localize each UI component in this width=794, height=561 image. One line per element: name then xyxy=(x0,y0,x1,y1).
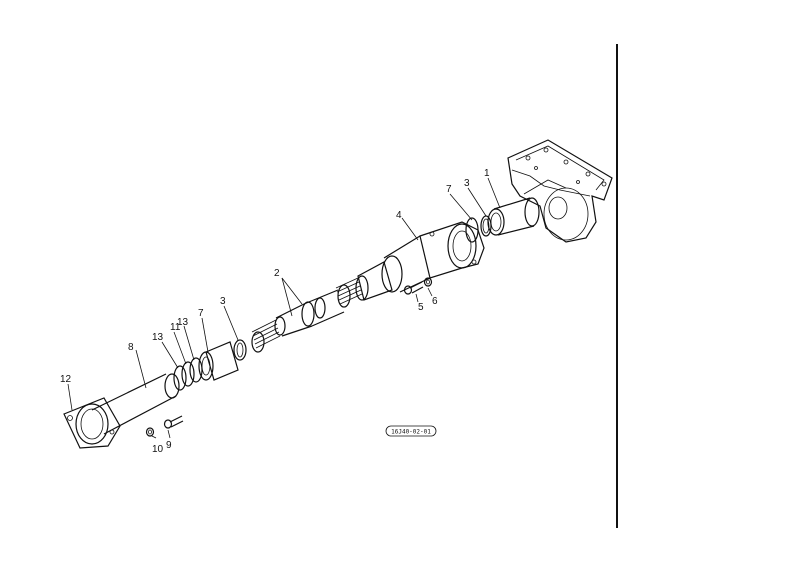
lower-tube-8 xyxy=(91,373,180,435)
callout-labels: 1 3 7 4 2 6 5 3 13 11 13 7 8 12 10 9 xyxy=(60,168,490,455)
drawing-code-stamp: 16J40-02-01 xyxy=(385,425,437,437)
callout-7-lower: 7 xyxy=(198,308,204,319)
callout-4: 4 xyxy=(396,210,402,221)
callout-13-right: 13 xyxy=(177,317,189,328)
callout-5: 5 xyxy=(418,302,424,313)
callout-12: 12 xyxy=(60,374,72,385)
callout-1-upper: 1 xyxy=(484,168,490,179)
flange-12 xyxy=(63,397,121,449)
callout-8: 8 xyxy=(128,342,134,353)
upper-snap-ring-3 xyxy=(480,215,492,237)
gear-housing xyxy=(507,139,613,243)
callout-3-upper: 3 xyxy=(464,178,470,189)
shaft-2 xyxy=(251,261,393,353)
lower-snap-ring-3 xyxy=(233,339,247,361)
callout-3-lower: 3 xyxy=(220,296,226,307)
lower-spline xyxy=(251,319,281,353)
bolt-5 xyxy=(403,281,424,295)
washer-10 xyxy=(145,427,155,437)
callout-13-left: 13 xyxy=(152,332,164,343)
callout-2: 2 xyxy=(274,268,280,279)
bolt-9 xyxy=(163,415,184,429)
leader-lines xyxy=(67,177,501,439)
lower-rings-13-11 xyxy=(173,357,203,391)
housing-bolt-holes xyxy=(525,147,607,187)
callout-6: 6 xyxy=(432,296,438,307)
drawing-code-text: 16J40-02-01 xyxy=(391,429,431,436)
outer-case-4 xyxy=(381,221,485,293)
upper-spline xyxy=(335,277,363,308)
callout-10: 10 xyxy=(152,444,164,455)
callout-7-upper: 7 xyxy=(446,184,452,195)
callout-11: 11 xyxy=(170,322,181,333)
upper-bearing-1 xyxy=(487,197,540,236)
lower-bearing-1 xyxy=(198,341,239,381)
callout-9: 9 xyxy=(166,440,172,451)
washer-6 xyxy=(423,277,433,287)
